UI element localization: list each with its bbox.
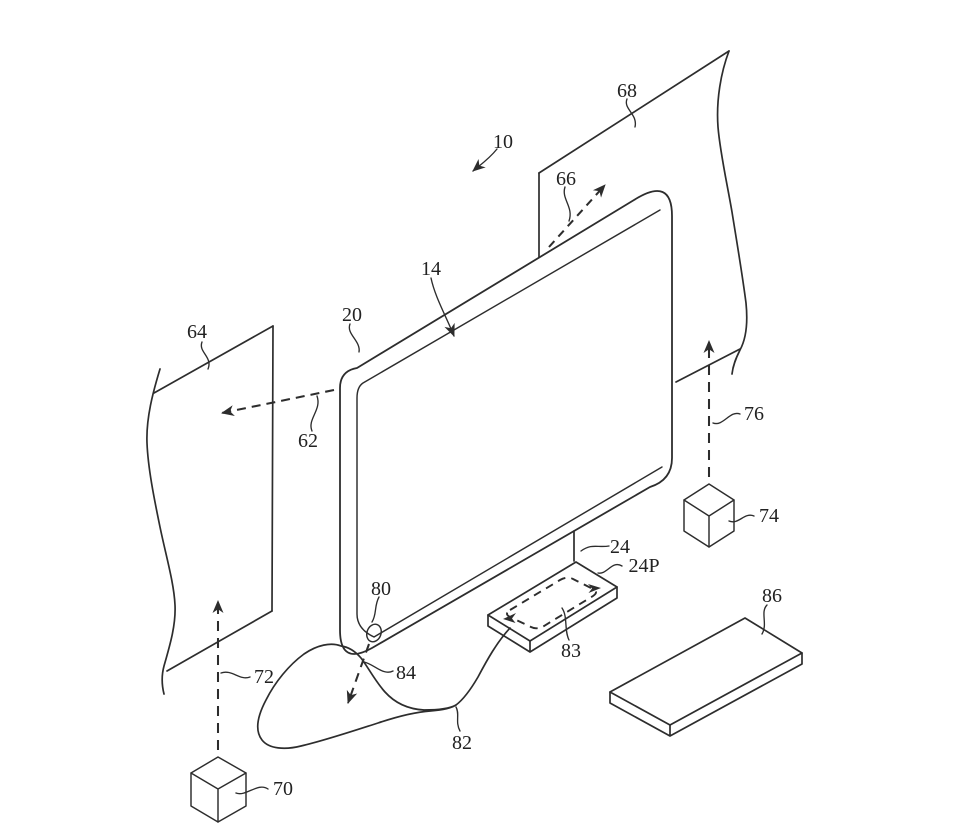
leader-80 [371, 596, 380, 623]
pointer-arrow-10 [472, 148, 498, 172]
leader-70 [235, 786, 269, 795]
leader-74 [728, 514, 755, 523]
left-panel-right-edge [271, 325, 274, 612]
left-panel-top-edge [153, 325, 274, 394]
ref-label-76: 76 [744, 403, 764, 425]
loop-arrowhead-left [503, 613, 516, 623]
slab-top-face [609, 617, 803, 726]
ref-label-82: 82 [452, 732, 472, 754]
accessory-slab [609, 617, 803, 737]
stand [487, 530, 618, 653]
right-panel-wavy-edge [716, 50, 748, 375]
leader-84 [363, 661, 394, 673]
desk-curve-loop [256, 643, 457, 750]
ref-label-24p: 24P [628, 555, 659, 577]
leader-68 [625, 98, 637, 128]
leader-76 [712, 412, 741, 425]
motion-arrow-84 [346, 643, 370, 704]
leader-24 [580, 545, 610, 552]
left-panel [146, 325, 274, 695]
left-panel-wavy-edge [146, 368, 176, 695]
slab-side-faces [609, 652, 803, 737]
sensor-cube-left [190, 756, 247, 823]
ref-label-84: 84 [396, 662, 416, 684]
ref-label-74: 74 [759, 505, 779, 527]
ref-label-62: 62 [298, 430, 318, 452]
cube-74-inner-edges [683, 499, 735, 548]
leader-86 [761, 604, 768, 635]
stand-base-top-face [487, 561, 618, 642]
leader-24p [597, 563, 623, 574]
ref-label-86: 86 [762, 585, 782, 607]
leader-72 [220, 671, 251, 679]
motion-arrow-62 [221, 388, 335, 416]
right-panel [538, 50, 748, 383]
ref-label-66: 66 [556, 168, 576, 190]
left-panel-bottom-edge [166, 610, 273, 672]
display [339, 190, 673, 655]
ref-label-20: 20 [342, 304, 362, 326]
stand-base-side-faces [487, 586, 618, 653]
ref-label-24: 24 [610, 536, 630, 558]
ref-label-72: 72 [254, 666, 274, 688]
ref-label-10: 10 [493, 131, 513, 153]
pointer-arrow-14 [430, 277, 455, 337]
ref-label-83: 83 [561, 640, 581, 662]
ref-label-14: 14 [421, 258, 441, 280]
leader-62 [310, 395, 319, 432]
leader-82 [455, 706, 461, 732]
desk-surface-outline [256, 627, 511, 750]
leader-83 [561, 607, 570, 641]
leader-20 [348, 323, 360, 353]
cube-70-inner-edges [190, 772, 247, 823]
right-panel-top-edge [538, 50, 730, 174]
display-outer-frame [339, 190, 673, 655]
camera-circle [366, 623, 382, 643]
ref-label-68: 68 [617, 80, 637, 102]
base-dashed-loop [506, 576, 597, 630]
ref-label-64: 64 [187, 321, 207, 343]
desk-curve-tail [455, 627, 511, 706]
leader-66 [563, 186, 571, 222]
loop-arrowhead-right [588, 584, 601, 593]
ref-label-80: 80 [371, 578, 391, 600]
leader-64 [200, 341, 210, 370]
sensor-cube-right [683, 483, 735, 548]
ref-label-70: 70 [273, 778, 293, 800]
